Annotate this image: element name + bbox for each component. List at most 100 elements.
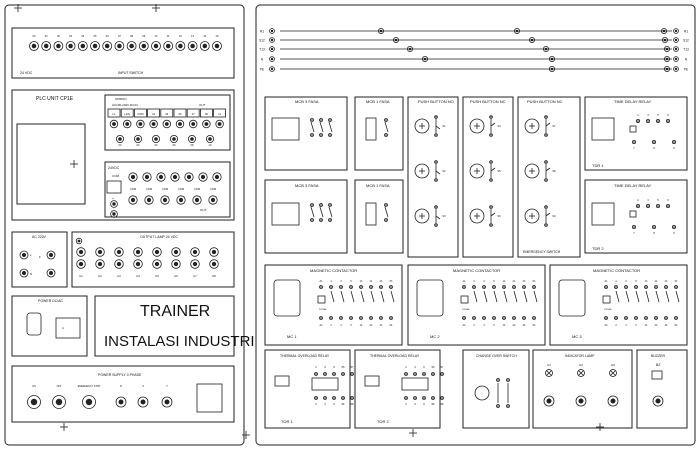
bus-terminal-left (269, 46, 275, 52)
terminal-ring (544, 178, 548, 182)
mcb3-bottom-title: MCB 3 FASA (295, 183, 319, 188)
terminal-ring (349, 316, 353, 320)
terminal-ring (379, 316, 383, 320)
terminal-ring (489, 115, 493, 119)
mc1-module (264, 264, 403, 346)
terminal-ring (489, 223, 493, 227)
mcb1-terminal (384, 203, 388, 207)
push-button (414, 163, 430, 179)
terminal-ring (532, 316, 536, 320)
terminal-ring (489, 178, 493, 182)
terminal-core (146, 197, 152, 203)
terminal-core (493, 317, 495, 319)
plc-io-cell (199, 108, 213, 118)
terminal-ring (310, 133, 314, 137)
pb-contact (545, 167, 551, 172)
terminal-ring (472, 316, 476, 320)
power-supply-meter (196, 383, 223, 413)
terminal-ring (512, 285, 516, 289)
terminal-ring (434, 223, 438, 227)
mc-contact (655, 290, 660, 303)
terminal-core (635, 317, 637, 319)
pb-terminal (544, 115, 548, 119)
terminal-core (545, 116, 547, 118)
terminal-core (320, 119, 322, 121)
terminal-ring (27, 395, 41, 409)
terminal-ring (350, 396, 354, 400)
plc-io-label: 05 (179, 112, 182, 116)
tol-dial (364, 375, 380, 387)
mc-terminal-top (532, 285, 536, 289)
buzzer-symbol (651, 370, 663, 380)
terminal-core (674, 47, 678, 51)
terminal-core (490, 206, 492, 208)
mc-contact (360, 290, 365, 303)
mcb3-terminal (310, 118, 314, 122)
terminal-ring (128, 172, 138, 182)
mc-bottom-pin: 6 (635, 324, 637, 327)
mc-top-pin: 53 (390, 280, 393, 283)
terminal-ring (636, 203, 641, 208)
terminal-core (545, 179, 547, 181)
tdr-bottom-pin: 8 (653, 146, 655, 150)
plc-module (11, 89, 235, 221)
terminal-core (22, 253, 26, 257)
input-switch-terminal (77, 41, 88, 51)
terminal-ring (384, 203, 388, 207)
terminal-ring (205, 134, 214, 143)
terminal-ring (175, 41, 186, 51)
tol-top-pin: 2 (315, 365, 317, 369)
terminal-ring (114, 41, 125, 51)
mcb3-terminal (328, 218, 332, 222)
mc-top-pin: A1 (320, 280, 324, 283)
terminal-core (130, 174, 136, 180)
output-lamp-terminal-bottom (133, 259, 143, 269)
tol-top-pin: 97 (441, 365, 444, 369)
terminal-core (435, 224, 437, 226)
terminal-core (655, 398, 661, 404)
terminal-ring (52, 395, 66, 409)
tdr-dial (591, 117, 615, 141)
mc-terminal-top (369, 285, 373, 289)
mc-bottom-pin: 22 (655, 324, 658, 327)
terminal-ring (332, 396, 336, 400)
terminal-core (55, 398, 63, 406)
indicator-label: H1 (547, 363, 551, 367)
terminal-ring (389, 316, 393, 320)
terminal-core (423, 373, 425, 375)
terminal-ring (269, 28, 275, 34)
terminal-ring (489, 205, 493, 209)
bus-label-left: S12 (259, 39, 265, 43)
terminal-ring (319, 118, 323, 122)
terminal-ring (156, 172, 166, 182)
terminal-core (637, 120, 639, 122)
relay-com-label: COM (162, 187, 168, 191)
pb-terminal (544, 205, 548, 209)
mc-top-pin: 1 (473, 280, 475, 283)
indicator-lamp (575, 395, 587, 407)
indicator-lamp-cross (546, 370, 552, 376)
plc-output-terminal (187, 134, 196, 143)
tor2-module (354, 349, 441, 429)
terminal-core (360, 317, 362, 319)
terminal-core (655, 317, 657, 319)
terminal-ring (482, 285, 486, 289)
mc-bottom-pin: A2 (320, 324, 324, 327)
mc-contact (645, 290, 650, 303)
tol-terminal-top (341, 372, 345, 376)
plc-output-terminal (151, 134, 160, 143)
terminal-ring (77, 41, 88, 51)
terminal-ring (152, 247, 162, 257)
input-switch-terminal (212, 41, 222, 51)
terminal-core (138, 122, 143, 126)
tol-terminal-top (404, 372, 408, 376)
terminal-ring (209, 259, 219, 269)
mc-top-pin: 13 (503, 280, 506, 283)
pb-terminal (434, 205, 438, 209)
terminal-ring (379, 285, 383, 289)
terminal-ring (187, 41, 198, 51)
terminal-core (117, 43, 122, 49)
power-supply-terminal (82, 395, 96, 409)
mc-contact (483, 290, 488, 303)
terminal-core (194, 197, 200, 203)
